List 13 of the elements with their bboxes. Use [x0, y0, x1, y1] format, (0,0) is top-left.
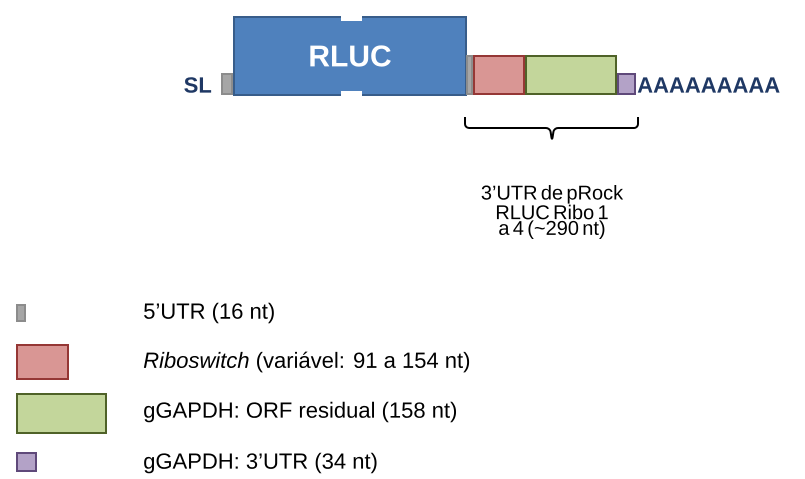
segment-box	[221, 73, 233, 95]
segment-box	[473, 55, 525, 95]
region-note: 3’UTR de pRock RLUC Ribo 1 a 4 (~290 nt)	[482, 185, 624, 239]
segment-box	[525, 55, 617, 95]
legend-text: gGAPDH: ORF residual (158 nt)	[144, 402, 456, 422]
sequence-label: SL	[184, 77, 212, 93]
legend-text: 5’UTR (16 nt)	[144, 302, 274, 324]
legend-text: Riboswitch (variável: 91 a 154 nt)	[144, 352, 470, 372]
legend-text: gGAPDH: 3’UTR (34 nt)	[144, 452, 377, 474]
gene-box: RLUC	[233, 15, 467, 97]
poly-a-tail: AAAAAAAAA	[638, 77, 780, 93]
segment-box	[466, 55, 473, 95]
segment-box	[617, 73, 636, 95]
